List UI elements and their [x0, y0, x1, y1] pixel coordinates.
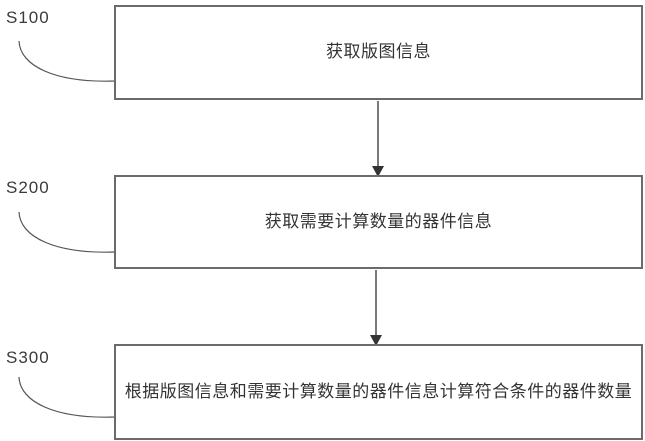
flow-step-text-1: 获取版图信息: [326, 42, 431, 62]
down-arrow-1: [372, 101, 384, 177]
flow-step-box-1: 获取版图信息: [114, 5, 643, 100]
flow-step-box-2: 获取需要计算数量的器件信息: [114, 175, 643, 269]
leader-line-s100: [18, 40, 116, 82]
leader-line-s300: [18, 376, 116, 418]
flow-step-text-3: 根据版图信息和需要计算数量的器件信息计算符合条件的器件数量: [124, 381, 633, 401]
down-arrow-2: [370, 270, 382, 346]
step-label-s300: S300: [6, 348, 50, 367]
step-label-s200: S200: [6, 178, 50, 197]
leader-line-s200: [18, 211, 116, 253]
flow-step-box-3: 根据版图信息和需要计算数量的器件信息计算符合条件的器件数量: [114, 344, 643, 440]
step-label-s100: S100: [6, 8, 50, 27]
flow-step-text-2: 获取需要计算数量的器件信息: [264, 211, 493, 231]
